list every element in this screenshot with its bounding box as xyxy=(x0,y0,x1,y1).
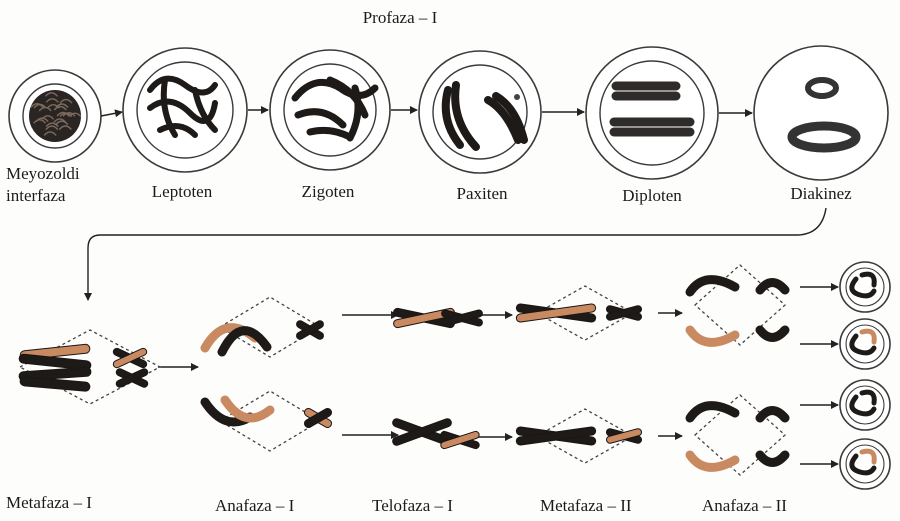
chromatid-a2-6 xyxy=(690,455,735,467)
stage-label-zigoten: Zigoten xyxy=(302,182,355,202)
nucleolus-paxiten xyxy=(514,94,520,100)
stage-label-anafaza-1: Anafaza – I xyxy=(215,496,294,516)
arrow-p1 xyxy=(101,112,122,116)
chromatid-a2-2 xyxy=(690,330,735,342)
stage-label-diploten: Diploten xyxy=(622,186,682,206)
chromatin-interphase xyxy=(29,90,81,142)
stage-label-paxiten: Paxiten xyxy=(457,184,508,204)
chromatid-a2-1 xyxy=(690,280,735,292)
chromatid-a2-5 xyxy=(690,406,735,418)
stage-label-anafaza-2: Anafaza – II xyxy=(702,496,787,516)
stage-label-leptoten: Leptoten xyxy=(152,182,212,202)
cell-inner-diploten xyxy=(600,61,704,165)
stage-label-telofaza-1: Telofaza – I xyxy=(372,496,453,516)
page-title: Profaza – I xyxy=(363,8,438,28)
stage-label-metafaza-2: Metafaza – II xyxy=(540,496,632,516)
chromatid-a2-8 xyxy=(760,455,785,463)
stage-label-interphase: Meyozoldi interfaza xyxy=(6,163,80,207)
stage-label-diakinez: Diakinez xyxy=(790,184,851,204)
chromatid-a2-3 xyxy=(760,283,785,291)
chromatid-a1-5 xyxy=(225,400,270,418)
connector-diakinez-metafaza xyxy=(88,208,826,300)
cell-outer-diakinez xyxy=(754,46,888,180)
chromatid-a2-4 xyxy=(760,330,785,338)
stage-label-metafaza-1: Metafaza – I xyxy=(6,493,92,513)
chromatid-a2-7 xyxy=(760,411,785,419)
